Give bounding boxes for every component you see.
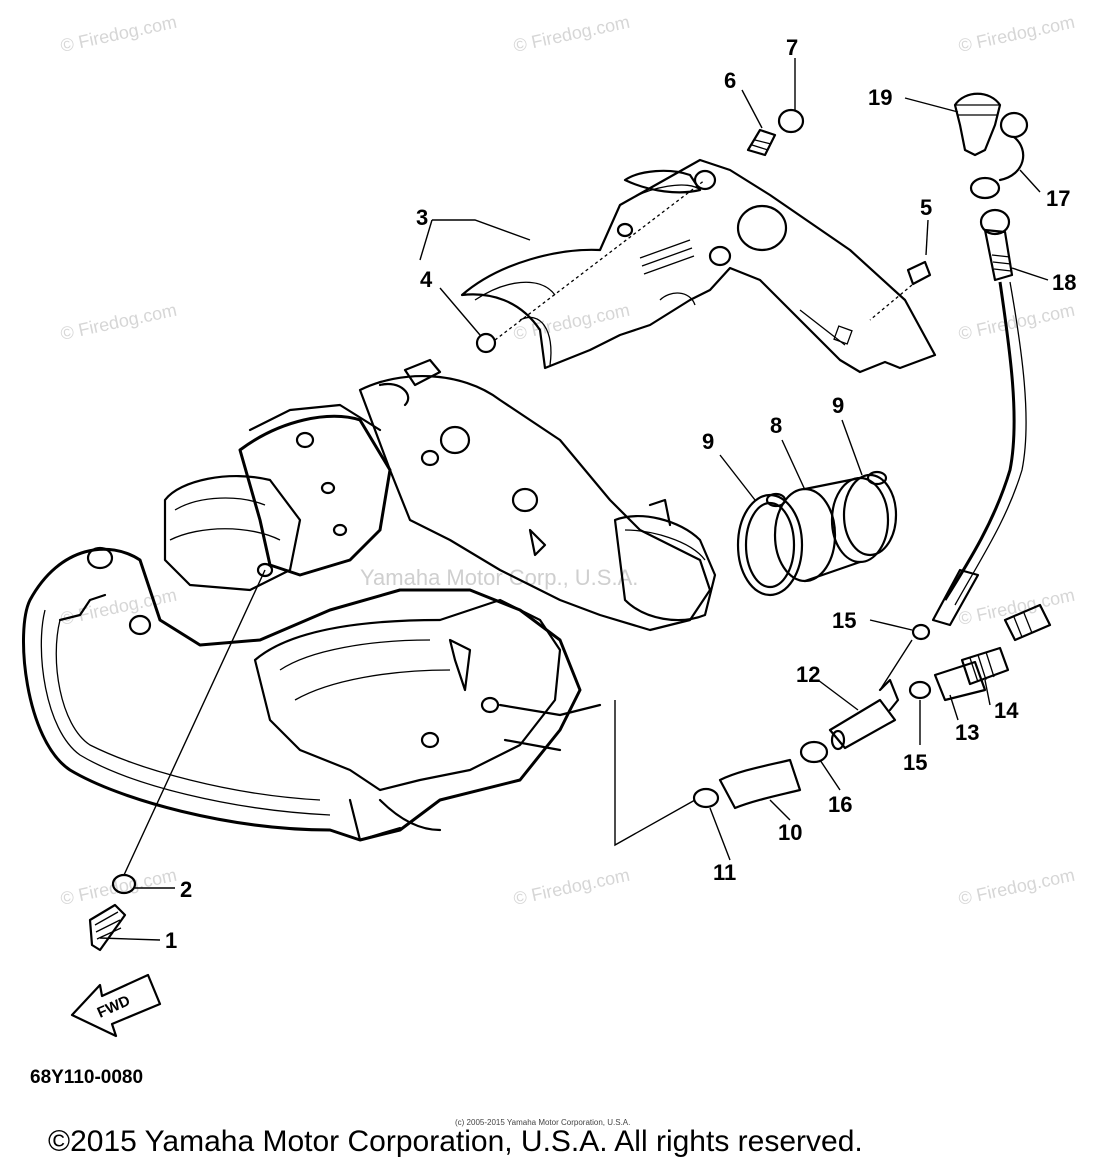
callout-label: 1 — [165, 928, 177, 953]
callout-label: 3 — [416, 205, 428, 230]
forward-arrow-icon: FWD — [70, 973, 162, 1038]
watermark: © Firedog.com — [59, 865, 179, 909]
callout-label: 12 — [796, 662, 820, 687]
filler-part — [943, 92, 1029, 606]
watermark: © Firedog.com — [957, 865, 1077, 909]
watermark: © Firedog.com — [59, 12, 179, 56]
callout-label: 15 — [832, 608, 856, 633]
copyright-notice: ©2015 Yamaha Motor Corporation, U.S.A. A… — [48, 1125, 863, 1158]
callout-label: 8 — [770, 413, 782, 438]
callout-label: 9 — [832, 393, 844, 418]
callout-label: 13 — [955, 720, 979, 745]
hardware-part — [475, 108, 932, 354]
watermark: © Firedog.com — [512, 12, 632, 56]
callout-label: 15 — [903, 750, 927, 775]
watermark: © Firedog.com — [957, 12, 1077, 56]
callout-label: 5 — [920, 195, 932, 220]
small-copyright: (c) 2005-2015 Yamaha Motor Corporation, … — [455, 1118, 630, 1127]
fitting-part — [88, 562, 274, 952]
hose-part — [614, 568, 1052, 847]
leader-lines — [99, 58, 1049, 941]
callout-label: 9 — [702, 429, 714, 454]
callout-labels: 1 2 3 4 5 6 7 8 9 9 10 11 12 13 14 15 15… — [165, 35, 1076, 953]
callout-label: 16 — [828, 792, 852, 817]
callout-label: 18 — [1052, 270, 1076, 295]
callout-label: 19 — [868, 85, 892, 110]
callout-label: 14 — [994, 698, 1019, 723]
callout-label: 6 — [724, 68, 736, 93]
watermark: © Firedog.com — [59, 585, 179, 629]
watermark: © Firedog.com — [59, 300, 179, 344]
callout-label: 10 — [778, 820, 802, 845]
callout-label: 17 — [1046, 186, 1070, 211]
watermark: © Firedog.com — [512, 865, 632, 909]
callout-label: 4 — [420, 267, 433, 292]
heat-shield-part — [460, 158, 937, 374]
rubber-joint-part — [736, 470, 898, 597]
callout-label: 2 — [180, 877, 192, 902]
callout-label: 7 — [786, 35, 798, 60]
callout-label: 11 — [713, 860, 736, 885]
diagram-part-number: 68Y110-0080 — [30, 1067, 143, 1088]
